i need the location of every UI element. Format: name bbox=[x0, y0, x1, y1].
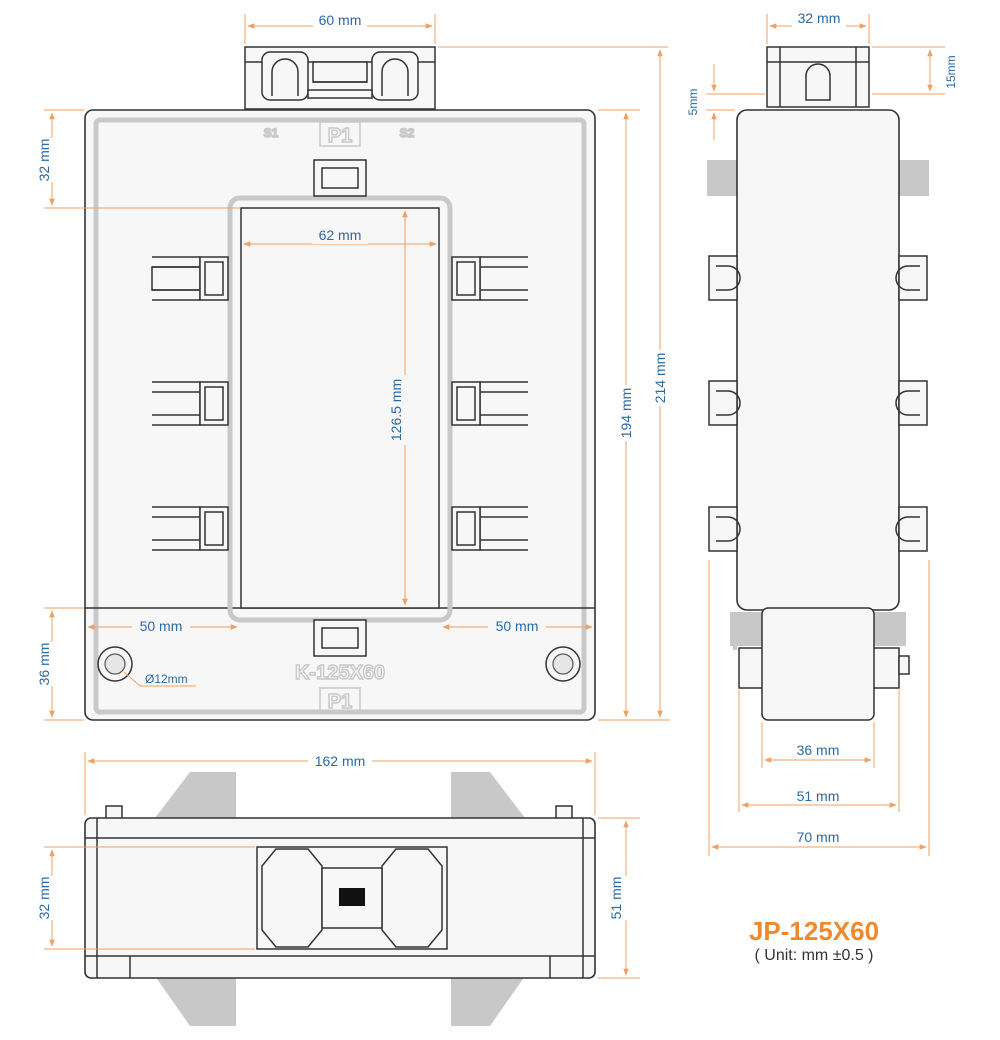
front-dimensions: 60 mm 32 mm 62 mm 126.5 mm 194 mm bbox=[36, 12, 670, 721]
front-clip-top bbox=[313, 159, 367, 197]
dim-bottom-total-height: 51 mm bbox=[608, 877, 624, 920]
front-clips-right bbox=[451, 256, 528, 551]
label-p1-top: P1 bbox=[328, 125, 352, 147]
side-body bbox=[736, 109, 900, 611]
title-block: JP-125X60 ( Unit: mm ±0.5 ) bbox=[749, 916, 879, 964]
bottom-dimensions: 162 mm 32 mm 51 mm bbox=[36, 752, 640, 979]
dim-bottom-total-width: 162 mm bbox=[315, 753, 366, 769]
dim-side-mid-width: 51 mm bbox=[797, 788, 840, 804]
side-dimensions: 32 mm 15mm 5mm 36 mm 51 mm bbox=[686, 10, 958, 856]
front-top-connector bbox=[244, 46, 436, 110]
front-window bbox=[240, 207, 440, 609]
label-s1: S1 bbox=[264, 126, 279, 140]
front-clip-bottom bbox=[313, 619, 367, 657]
dim-total-height: 214 mm bbox=[652, 353, 668, 404]
dim-top-height: 32 mm bbox=[36, 139, 52, 182]
dim-body-height: 194 mm bbox=[618, 388, 634, 439]
dim-hole-diameter: Ø12mm bbox=[145, 672, 188, 686]
dim-bottom-height: 36 mm bbox=[36, 643, 52, 686]
dim-bottom-center-height: 32 mm bbox=[36, 877, 52, 920]
mounting-hole-right bbox=[545, 646, 581, 682]
model-title: JP-125X60 bbox=[749, 916, 879, 946]
side-clips bbox=[708, 255, 928, 552]
dim-side-total-width: 70 mm bbox=[797, 829, 840, 845]
model-emboss: K-125X60 bbox=[295, 662, 385, 684]
label-s2: S2 bbox=[400, 126, 415, 140]
unit-note: ( Unit: mm ±0.5 ) bbox=[754, 947, 873, 964]
dim-top-tab-width: 60 mm bbox=[319, 12, 362, 28]
label-p1-bottom: P1 bbox=[328, 691, 352, 713]
dim-window-width: 62 mm bbox=[319, 227, 362, 243]
dim-right-margin: 50 mm bbox=[496, 618, 539, 634]
front-clips-left bbox=[151, 256, 229, 551]
dim-side-tab-height: 15mm bbox=[944, 55, 958, 88]
bottom-connector bbox=[256, 846, 448, 950]
side-view: 32 mm 15mm 5mm 36 mm 51 mm bbox=[686, 10, 958, 856]
mounting-hole-left bbox=[97, 646, 133, 682]
bottom-connector-slot bbox=[339, 888, 365, 906]
dim-side-gap: 5mm bbox=[686, 89, 700, 116]
front-view: S1 P1 S2 K-125X60 P1 bbox=[36, 12, 670, 721]
dim-side-inner-width: 36 mm bbox=[797, 742, 840, 758]
dim-side-top-width: 32 mm bbox=[798, 10, 841, 26]
side-top-connector bbox=[766, 46, 870, 108]
dim-left-margin: 50 mm bbox=[140, 618, 183, 634]
side-bottom-block bbox=[738, 607, 910, 721]
bottom-view: 162 mm 32 mm 51 mm bbox=[36, 752, 640, 1026]
dim-window-height: 126.5 mm bbox=[388, 379, 404, 441]
